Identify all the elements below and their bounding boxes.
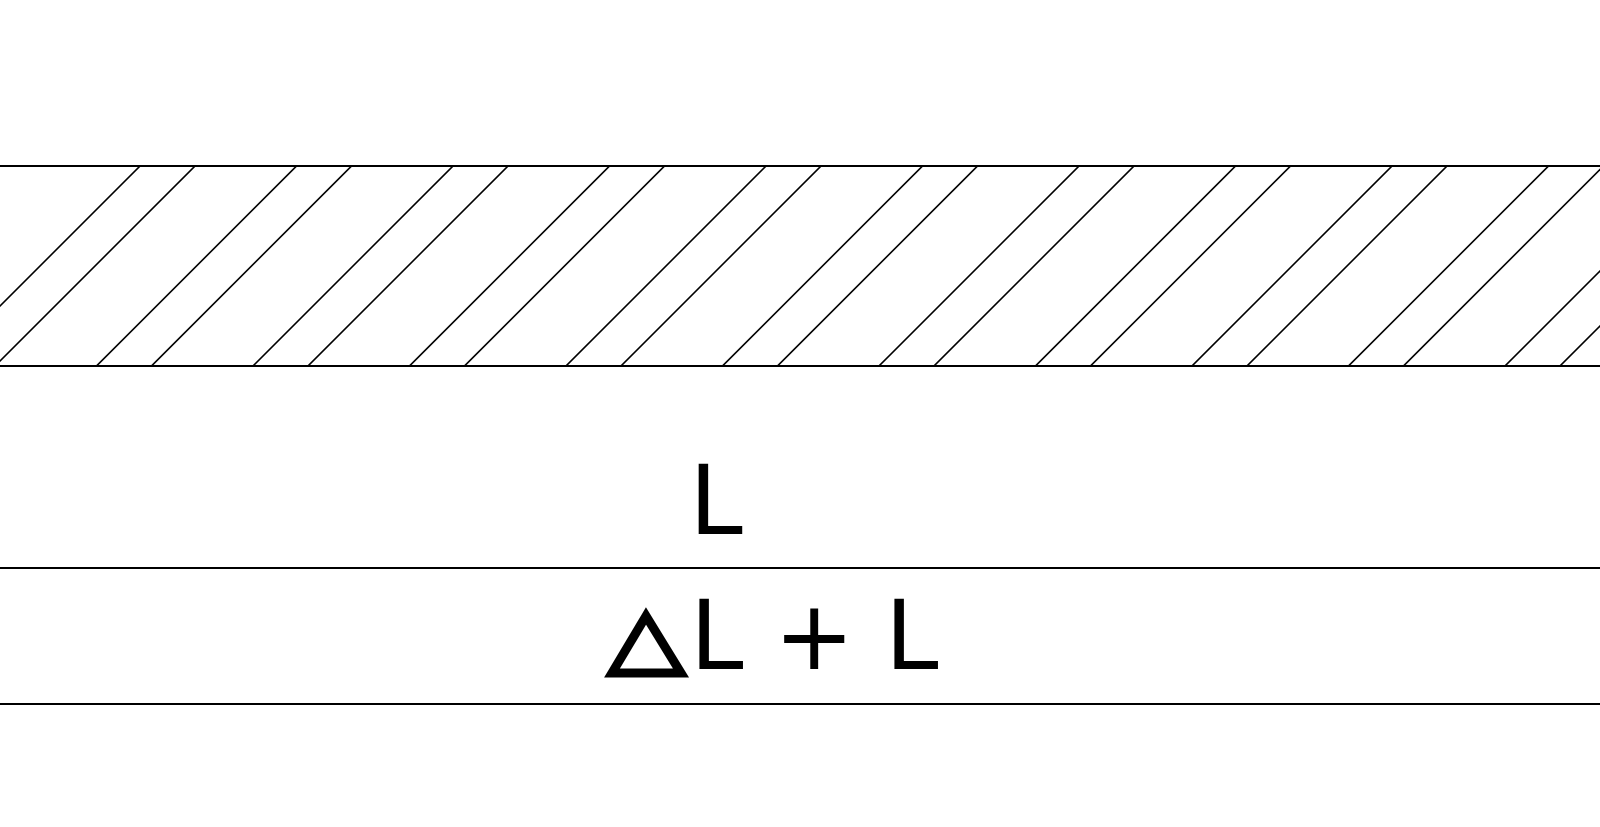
hatch-line [1402, 168, 1600, 366]
hatch-line [307, 166, 509, 366]
hatch-line [1246, 166, 1448, 366]
hatch-line [721, 166, 924, 366]
hatch-line [95, 166, 298, 366]
hatch-line [150, 166, 353, 366]
hatch-line [1191, 166, 1393, 366]
hatch-line [463, 166, 666, 366]
hatch-pattern [0, 166, 1600, 366]
hatch-line [1504, 269, 1600, 366]
original-length-label: L [689, 445, 742, 557]
hatch-line [1034, 166, 1237, 366]
hatch-line [0, 166, 141, 308]
hatch-line [1347, 166, 1550, 366]
extended-length-label: L + L [690, 580, 938, 692]
hatched-bar [0, 165, 1600, 367]
hatch-line [1089, 166, 1292, 366]
hatch-line [408, 166, 611, 366]
delta-icon [604, 607, 690, 678]
hatch-line [933, 166, 1135, 366]
hatch-line [776, 166, 979, 366]
hatch-line [252, 166, 454, 366]
hatch-line [1559, 324, 1600, 366]
hatch-line [878, 166, 1080, 366]
hatch-line [565, 166, 767, 366]
hatch-line [620, 166, 822, 366]
hatch-line [0, 166, 196, 363]
